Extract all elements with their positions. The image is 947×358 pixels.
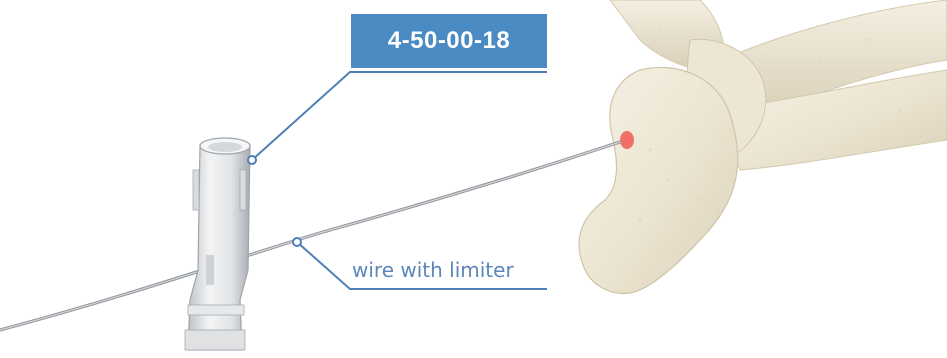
wire-illustration xyxy=(0,142,620,330)
wire-label: wire with limiter xyxy=(352,256,562,284)
entry-point-marker xyxy=(620,131,634,149)
foot-bone-illustration xyxy=(579,0,947,293)
part-number-leader-line xyxy=(248,72,547,164)
wire-sleeve-illustration xyxy=(185,138,250,350)
part-number-badge: 4-50-00-18 xyxy=(351,14,547,68)
